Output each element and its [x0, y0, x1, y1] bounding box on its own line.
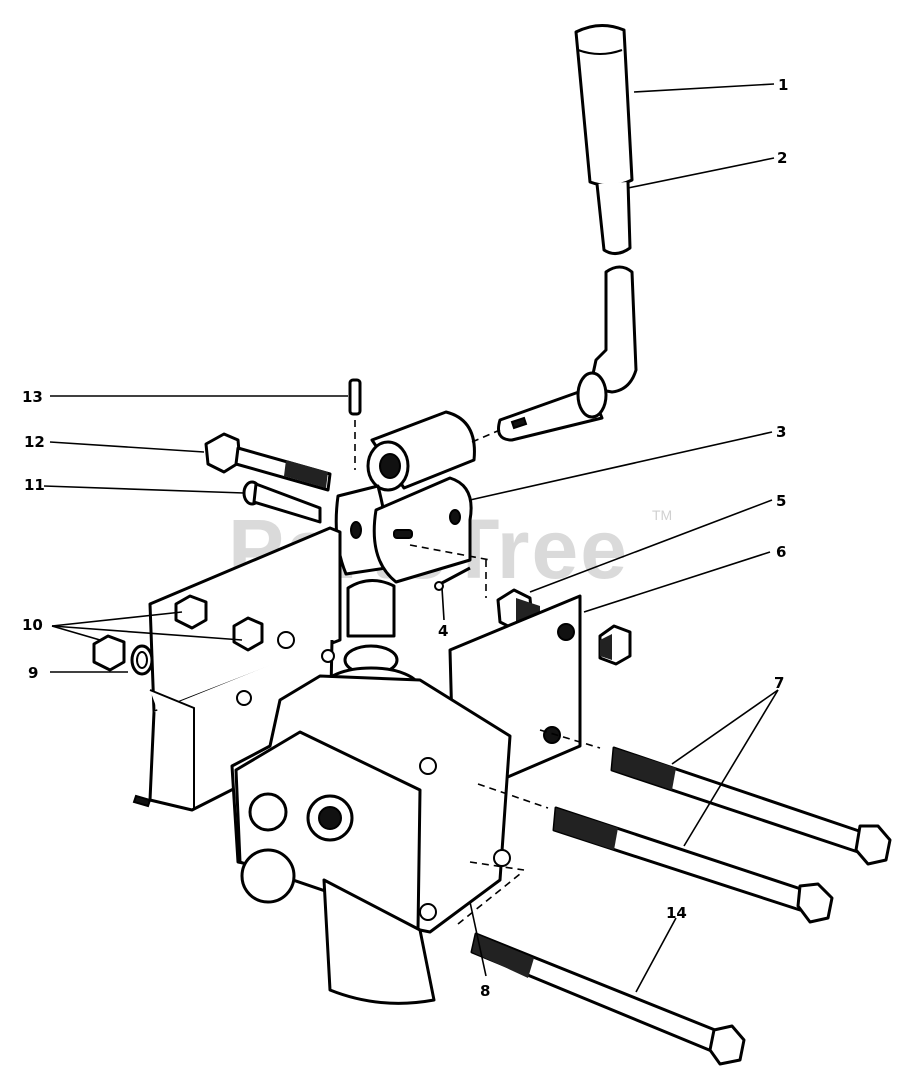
part-handle-grip [574, 24, 634, 187]
callout-5: 5 [776, 492, 786, 510]
part-roll-pin [348, 378, 362, 470]
part-washer [130, 644, 154, 676]
callout-14: 14 [666, 904, 687, 922]
part-valve-body [230, 579, 525, 1005]
callout-7: 7 [774, 674, 784, 692]
part-link-plates [334, 476, 491, 598]
watermark-tm: TM [652, 507, 672, 523]
callout-10: 10 [22, 616, 43, 634]
callout-3: 3 [776, 423, 786, 441]
callout-1: 1 [778, 76, 788, 94]
callout-labels: 1 2 3 4 5 6 7 8 9 10 11 12 13 14 [22, 76, 788, 1000]
part-cotter-pin [434, 566, 471, 591]
callout-13: 13 [22, 388, 43, 406]
callout-9: 9 [28, 664, 38, 682]
callout-4: 4 [438, 622, 448, 640]
callout-12: 12 [24, 433, 45, 451]
callout-6: 6 [776, 543, 786, 561]
callout-8: 8 [480, 982, 490, 1000]
part-bolt-14 [470, 932, 746, 1066]
callout-11: 11 [24, 476, 45, 494]
part-sleeve [366, 410, 501, 492]
part-bolts-7 [477, 729, 892, 924]
part-bolt-12 [204, 432, 332, 492]
part-handle-rod [497, 181, 638, 442]
part-nuts-10 [92, 594, 264, 672]
leader-lines [43, 83, 779, 993]
callout-2: 2 [777, 149, 787, 167]
